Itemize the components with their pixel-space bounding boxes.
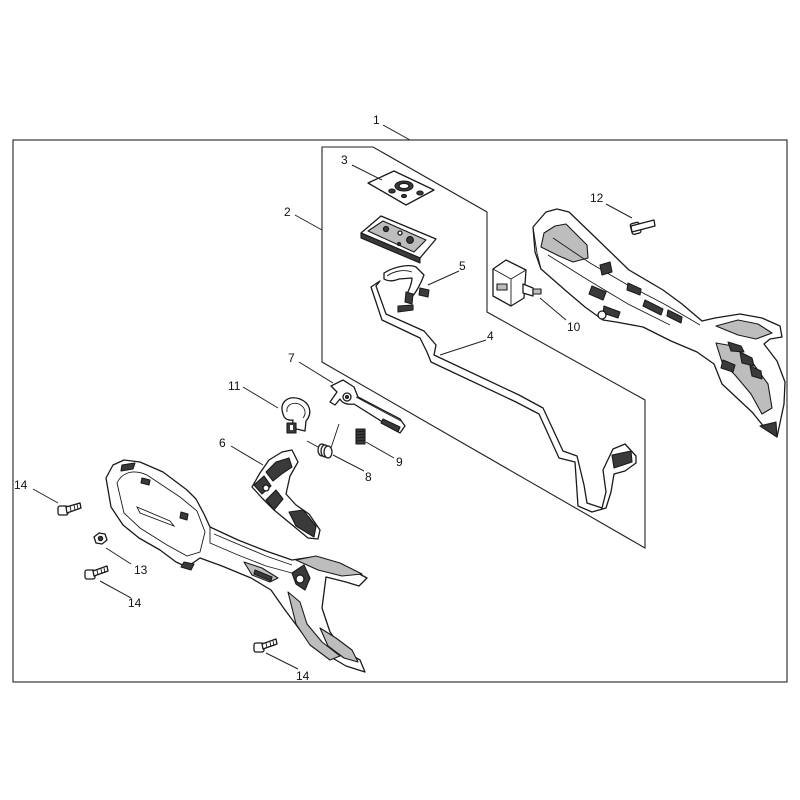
callout-10: 10 [567,320,581,334]
callout-9: 9 [396,455,403,469]
screw-14-lower [253,638,278,653]
control-cable [370,280,637,513]
trigger [251,449,321,540]
callout-8: 8 [365,470,372,484]
screw-14-upper [57,502,82,516]
callout-14-upper: 14 [14,478,28,492]
callout-12: 12 [590,191,604,205]
button-membrane [367,170,435,206]
control-panel [360,215,437,264]
assembly-frame [12,139,788,683]
callout-13: 13 [134,563,148,577]
callout-7: 7 [288,351,295,365]
callout-4: 4 [487,329,494,343]
screw-12 [629,219,656,236]
subassembly-frame [321,146,646,549]
leader-lines [32,124,633,670]
handle-left-half [105,459,368,673]
clamp-ring [281,397,311,434]
nut [93,532,108,545]
callout-14-middle: 14 [128,596,142,610]
torsion-spring [306,423,340,459]
callout-11: 11 [228,379,241,393]
trigger-lever [329,379,406,434]
handle-right-half [532,208,786,438]
callout-1: 1 [373,113,380,127]
callout-2: 2 [284,205,291,219]
callout-6: 6 [219,436,226,450]
callout-14-lower: 14 [296,669,310,683]
screw-14-middle [84,565,109,580]
compression-spring [355,428,366,445]
micro-switch [492,259,542,307]
callout-labels: 1 2 3 4 5 6 7 8 9 10 11 12 13 14 14 14 [14,113,604,683]
callout-5: 5 [459,259,466,273]
callout-3: 3 [341,153,348,167]
switch-lever [383,265,430,305]
